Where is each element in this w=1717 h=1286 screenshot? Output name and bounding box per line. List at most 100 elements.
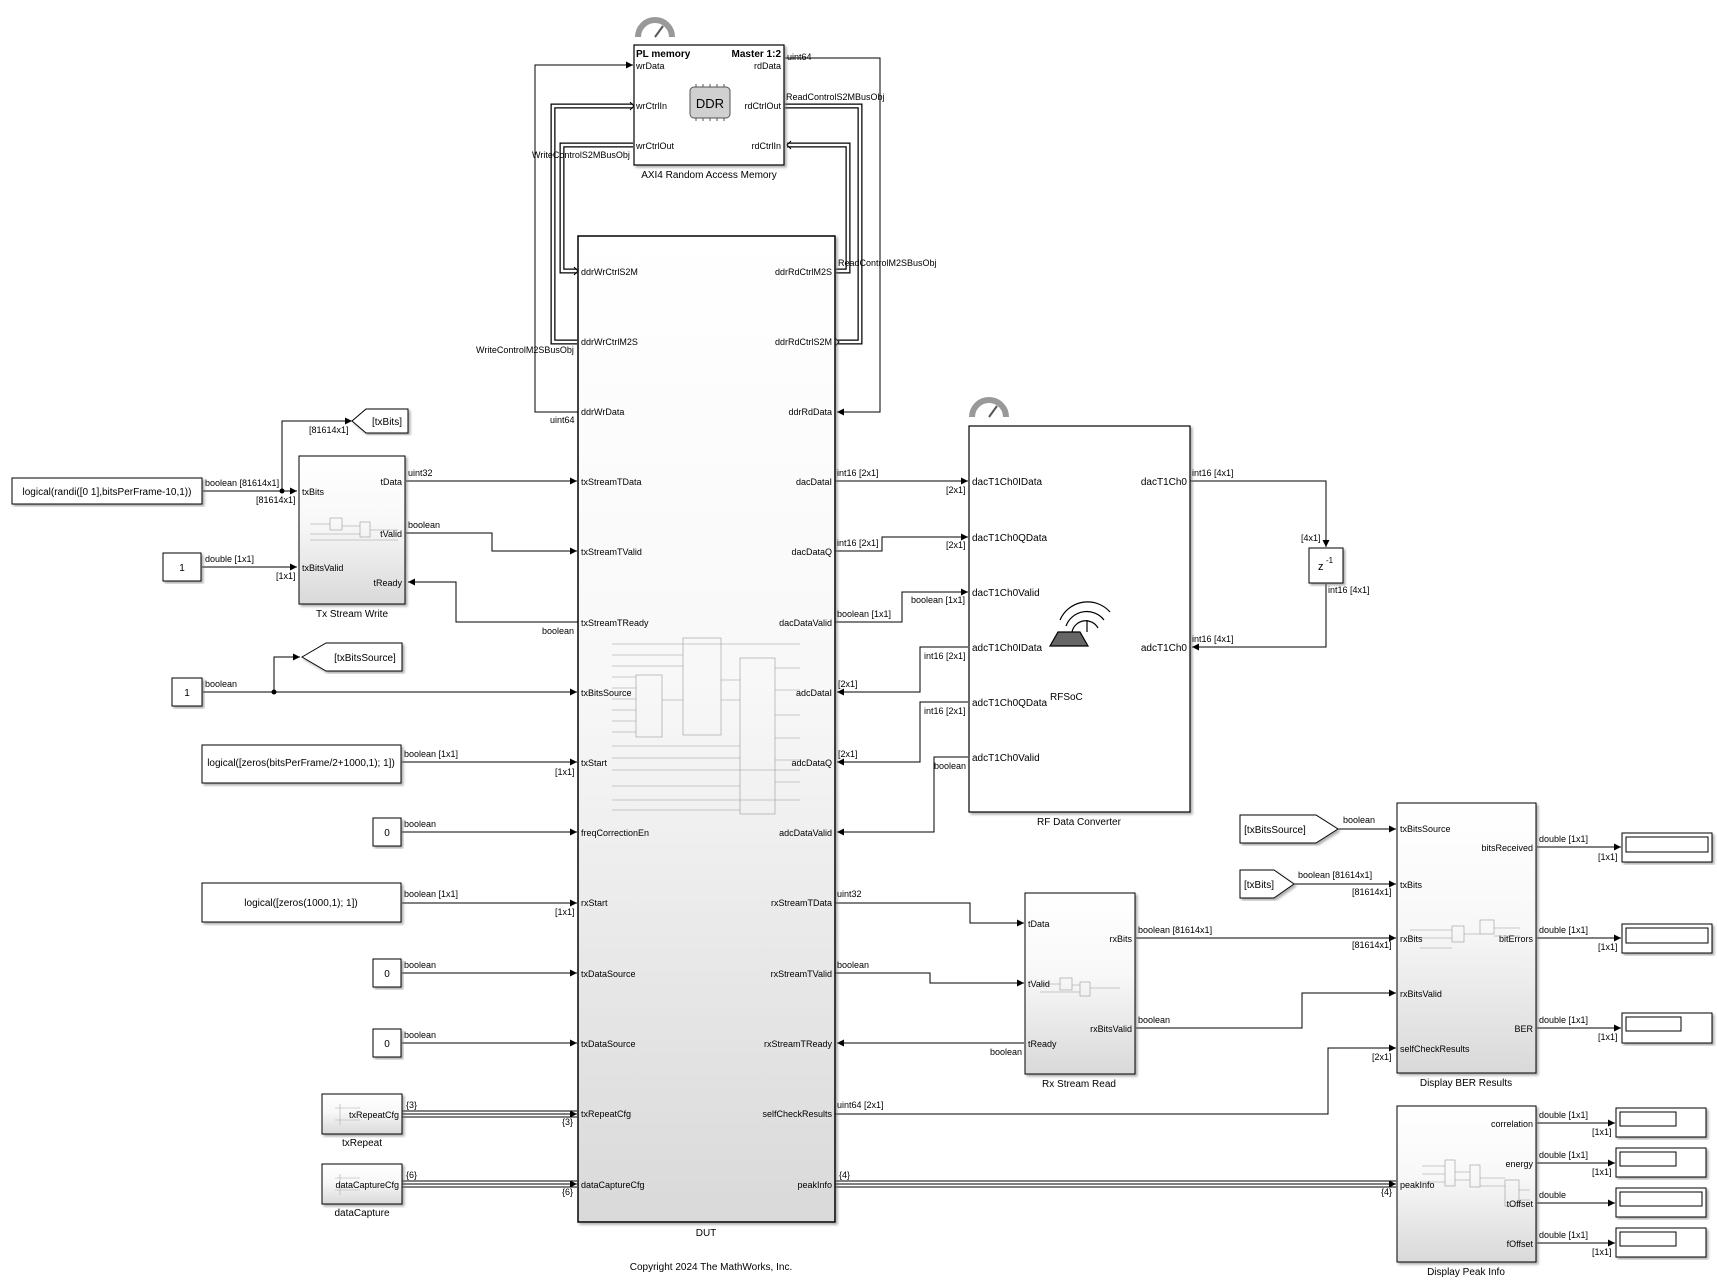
signal-label: boolean [1x1] [837,609,891,619]
port-label: ddrRdCtrlS2M [775,337,832,347]
rx-stream-read-block[interactable]: tData tValid tReady rxBits rxBitsValid [1024,892,1136,1075]
datacapture-block[interactable]: dataCaptureCfg [321,1163,403,1205]
signal-label: [81614x1] [309,425,349,435]
tag-label: [txBits] [372,417,402,428]
dut-internal-thumbnail [612,637,800,815]
port-label: dataCaptureCfg [581,1180,645,1190]
signal-label: boolean [81614x1] [205,478,279,488]
signal-label: WriteControlM2SBusObj [476,345,574,355]
ddr-chip-icon [689,84,731,121]
constant-value: logical([zeros(1000,1); 1]) [244,898,357,909]
signal-label: double [1x1] [1539,1230,1588,1240]
constant-rxstart[interactable]: logical([zeros(1000,1); 1]) [201,882,402,923]
signal-label: int16 [4x1] [1328,585,1370,595]
signal-label: double [1x1] [1539,1110,1588,1120]
signal-label: [1x1] [1592,1247,1612,1257]
port-label: adcDataQ [791,758,832,768]
port-label: bitErrors [1499,934,1534,944]
constant-zero-a[interactable]: 0 [372,817,402,847]
constant-randi[interactable]: logical(randi([0 1],bitsPerFrame-10,1)) [11,477,203,505]
port-label: tValid [1028,979,1050,989]
goto-txbits[interactable]: [txBits] [351,408,409,434]
signal-label: boolean [1138,1015,1170,1025]
dut-block[interactable]: ddrWrCtrlS2M ddrWrCtrlM2S ddrWrData txSt… [577,235,836,1223]
rf-data-converter-block[interactable]: dacT1Ch0IData dacT1Ch0QData dacT1Ch0Vali… [968,397,1191,813]
pl-memory-mode: Master 1:2 [732,49,782,60]
subsystem-thumbnail [310,517,398,541]
port-label: rdCtrlOut [744,101,781,111]
from-txbitssource[interactable]: [txBitsSource] [1239,814,1339,844]
constant-zero-c[interactable]: 0 [372,1028,402,1058]
signal-label: boolean [404,819,436,829]
gauge-needle [988,405,998,418]
constant-zero-b[interactable]: 0 [372,958,402,988]
signal-label: int16 [2x1] [924,706,966,716]
display-peak-block[interactable]: peakInfo correlation energy tOffset fOff… [1396,1105,1537,1263]
signal-label: boolean [404,960,436,970]
ber-caption: Display BER Results [1420,1078,1512,1089]
subsystem-thumbnail [1040,977,1120,997]
rf-caption: RF Data Converter [1037,817,1122,828]
signal-label: {4} [1381,1187,1392,1197]
tag-label: [txBits] [1244,880,1274,891]
pl-memory-caption: AXI4 Random Access Memory [641,170,777,181]
datacapture-caption: dataCapture [334,1208,389,1219]
port-label: ddrRdCtrlM2S [775,267,832,277]
from-txbits[interactable]: [txBits] [1239,869,1295,899]
port-label: tReady [1028,1039,1057,1049]
display-bits-received[interactable] [1621,832,1713,863]
port-label: dataCaptureCfg [335,1180,399,1190]
port-label: adcT1Ch0Valid [972,753,1040,764]
goto-txbitssource[interactable]: [txBitsSource] [301,642,403,672]
port-label: rxBits [1400,934,1423,944]
signal-label: ReadControlM2SBusObj [838,258,937,268]
port-label: rxBitsValid [1090,1024,1132,1034]
constant-txstart[interactable]: logical([zeros(bitsPerFrame/2+1000,1); 1… [201,744,402,784]
ddr-chip-label: DDR [696,96,724,111]
display-toffset[interactable] [1615,1187,1707,1218]
signal-label: boolean [1x1] [404,889,458,899]
tx-stream-write-block[interactable]: txBits txBitsValid tData tValid tReady [298,455,406,605]
port-label: BER [1514,1024,1533,1034]
pl-memory-block[interactable]: PL memory Master 1:2 wrData wrCtrlIn wrC… [633,17,785,166]
port-label: adcDataI [796,688,832,698]
tag-label: [txBitsSource] [334,653,396,664]
delay-exponent: -1 [1326,556,1334,565]
display-energy[interactable] [1615,1147,1707,1178]
display-ber-block[interactable]: txBitsSource txBits rxBits rxBitsValid s… [1396,802,1537,1074]
txrepeat-block[interactable]: txRepeatCfg [321,1093,403,1135]
port-label: txStreamTReady [581,618,649,628]
constant-value: 1 [179,563,185,574]
signal-label: uint64 [2x1] [837,1100,884,1110]
port-label: txDataSource [581,1039,636,1049]
constant-value: 0 [384,828,390,839]
signal-label: [1x1] [1592,1167,1612,1177]
display-foffset[interactable] [1615,1227,1707,1258]
signal-label: double [1x1] [1539,834,1588,844]
port-label: tData [380,477,402,487]
port-label: dacT1Ch0 [1141,477,1188,488]
signal-label: boolean [1343,815,1375,825]
port-label: rdData [754,61,781,71]
signal-label: double [1x1] [1539,1015,1588,1025]
port-label: adcT1Ch0QData [972,698,1047,709]
port-label: selfCheckResults [1400,1044,1470,1054]
constant-one-b[interactable]: 1 [171,677,203,707]
signal-label: boolean [404,1030,436,1040]
port-label: tReady [373,578,402,588]
port-label: txStreamTValid [581,547,642,557]
display-ber[interactable] [1621,1012,1713,1044]
constant-one-a[interactable]: 1 [162,552,202,582]
constant-value: 0 [384,1039,390,1050]
signal-label: boolean [1x1] [911,595,965,605]
port-label: rxBits [1110,934,1133,944]
signal-label: double [1x1] [1539,1150,1588,1160]
unit-delay-block[interactable]: z -1 [1308,547,1344,584]
signal-label: {3} [562,1117,573,1127]
display-bit-errors[interactable] [1621,923,1713,954]
display-correlation[interactable] [1615,1107,1707,1138]
signal-label: {6} [562,1187,573,1197]
signal-label: [81614x1] [1352,887,1392,897]
